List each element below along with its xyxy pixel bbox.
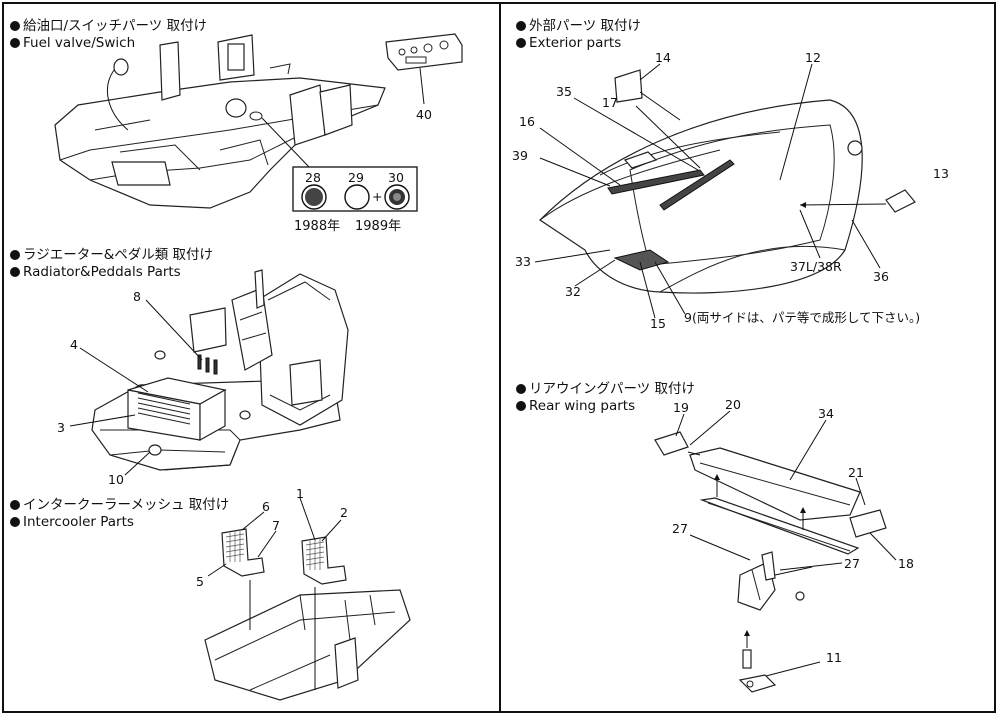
callout-21: 21 — [848, 465, 864, 480]
callout-18: 18 — [898, 556, 914, 571]
callout-28: 28 — [305, 170, 321, 185]
label-1989: 1989年 — [355, 219, 401, 234]
callout-19: 19 — [673, 400, 689, 415]
callout-16: 16 — [519, 114, 535, 129]
bullet-icon — [10, 517, 20, 527]
heading-fuel-en: Fuel valve/Swich — [23, 35, 136, 51]
heading-rearwing-en: Rear wing parts — [529, 398, 636, 414]
rearwing-section-drawing — [654, 410, 897, 693]
callout-plus: + — [372, 189, 382, 204]
bullet-icon — [516, 38, 526, 48]
callout-6: 6 — [262, 499, 270, 514]
callout-11: 11 — [826, 650, 842, 665]
heading-radiator-en: Radiator&Peddals Parts — [23, 264, 181, 280]
callout-5: 5 — [196, 574, 204, 589]
bullet-icon — [516, 384, 526, 394]
heading-fuel-jp: 給油口/スイッチパーツ 取付け — [23, 18, 208, 34]
bullet-icon — [10, 500, 20, 510]
callout-20: 20 — [725, 397, 741, 412]
callout-39: 39 — [512, 148, 528, 163]
callout-37L-38R: 37L/38R — [790, 259, 842, 274]
heading-intercooler-jp: インタークーラーメッシュ 取付け — [23, 497, 230, 513]
callout-10: 10 — [108, 472, 124, 487]
bullet-icon — [516, 21, 526, 31]
callout-17: 17 — [602, 95, 618, 110]
label-1988: 1988年 — [294, 219, 340, 234]
callout-27-upper: 27 — [672, 521, 688, 536]
callout-12: 12 — [805, 50, 821, 65]
callout-40: 40 — [416, 107, 432, 122]
heading-rearwing-jp: リアウイングパーツ 取付け — [529, 381, 696, 397]
callout-3: 3 — [57, 420, 65, 435]
bullet-icon — [516, 401, 526, 411]
callout-29: 29 — [348, 170, 364, 185]
intercooler-section-drawing — [204, 497, 411, 701]
heading-radiator: ラジエーター&ペダル類 取付け Radiator&Peddals Parts — [10, 247, 213, 281]
heading-exterior-jp: 外部パーツ 取付け — [529, 18, 642, 34]
callout-27-lower: 27 — [844, 556, 860, 571]
callout-4: 4 — [70, 337, 78, 352]
callout-36: 36 — [873, 269, 889, 284]
callout-34: 34 — [818, 406, 834, 421]
heading-radiator-jp: ラジエーター&ペダル類 取付け — [23, 247, 214, 263]
exterior-section-drawing — [534, 63, 916, 319]
callout-15: 15 — [650, 316, 666, 331]
bullet-icon — [10, 38, 20, 48]
callout-9: 9(両サイドは、パテ等で成形して下さい。) — [684, 310, 920, 325]
heading-exterior-en: Exterior parts — [529, 35, 622, 51]
bullet-icon — [10, 21, 20, 31]
callout-30: 30 — [388, 170, 404, 185]
radiator-section-drawing — [69, 269, 349, 476]
callout-13: 13 — [933, 166, 949, 181]
callout-1: 1 — [296, 486, 304, 501]
center-divider — [499, 2, 501, 713]
heading-rearwing: リアウイングパーツ 取付け Rear wing parts — [516, 381, 695, 415]
callout-7: 7 — [272, 518, 280, 533]
heading-exterior: 外部パーツ 取付け Exterior parts — [516, 18, 641, 52]
bullet-icon — [10, 250, 20, 260]
callout-14: 14 — [655, 50, 671, 65]
heading-fuel: 給油口/スイッチパーツ 取付け Fuel valve/Swich — [10, 18, 207, 52]
callout-33: 33 — [515, 254, 531, 269]
bullet-icon — [10, 267, 20, 277]
heading-intercooler-en: Intercooler Parts — [23, 514, 134, 530]
callout-8: 8 — [133, 289, 141, 304]
callout-2: 2 — [340, 505, 348, 520]
fuel-section-drawing — [54, 33, 463, 212]
callout-35: 35 — [556, 84, 572, 99]
heading-intercooler: インタークーラーメッシュ 取付け Intercooler Parts — [10, 497, 229, 531]
callout-32: 32 — [565, 284, 581, 299]
